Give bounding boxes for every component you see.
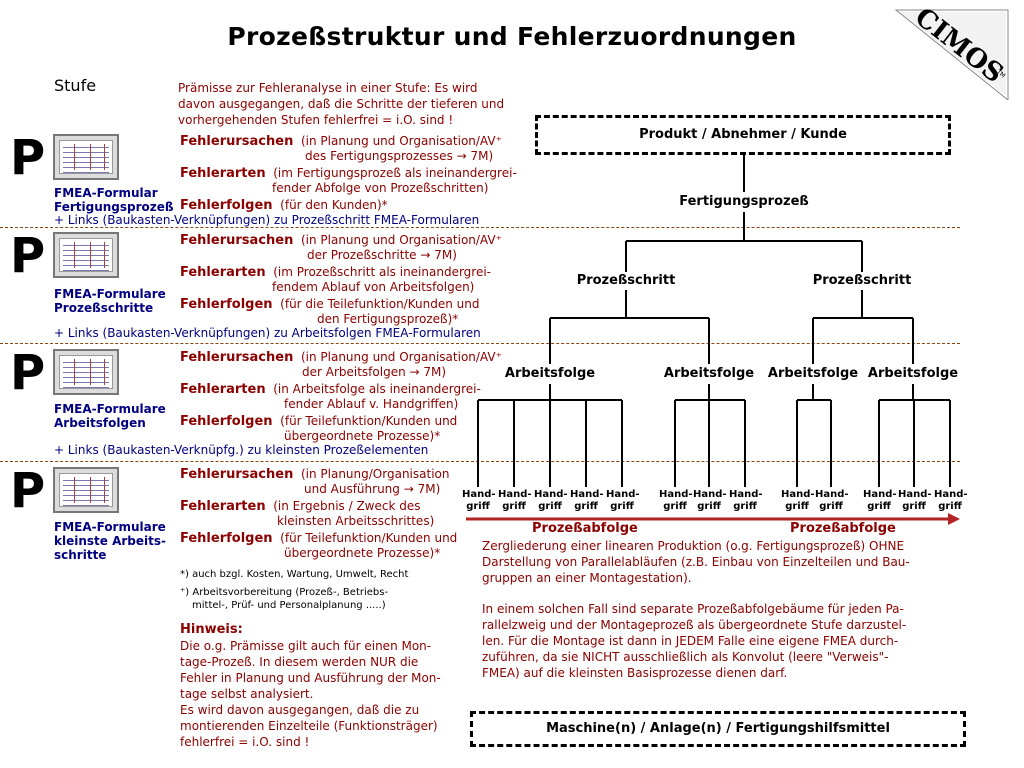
node-handgriff: Hand-griff [534, 489, 566, 513]
process-flow-label: Prozeßabfolge [790, 521, 896, 536]
node-fertigungsprozess: Fertigungsprozeß [664, 194, 824, 209]
node-arbeitsfolge: Arbeitsfolge [649, 366, 769, 381]
node-handgriff: Hand-griff [815, 489, 847, 513]
node-handgriff: Hand-griff [462, 489, 494, 513]
node-handgriff: Hand-griff [498, 489, 530, 513]
node-prozessschritt: Prozeßschritt [556, 273, 696, 288]
node-handgriff: Hand-griff [693, 489, 725, 513]
node-arbeitsfolge: Arbeitsfolge [490, 366, 610, 381]
node-prozessschritt: Prozeßschritt [792, 273, 932, 288]
node-handgriff: Hand-griff [659, 489, 691, 513]
node-handgriff: Hand-griff [781, 489, 813, 513]
arrow-head-icon [948, 513, 960, 525]
node-handgriff: Hand-griff [729, 489, 761, 513]
explanation-paragraph-2: In einem solchen Fall sind separate Proz… [482, 601, 952, 681]
node-arbeitsfolge: Arbeitsfolge [853, 366, 973, 381]
machine-equipment-box: Maschine(n) / Anlage(n) / Fertigungshilf… [470, 711, 966, 747]
explanation-paragraph-1: Zergliederung einer linearen Produktion … [482, 538, 952, 586]
node-handgriff: Hand-griff [606, 489, 638, 513]
node-handgriff: Hand-griff [570, 489, 602, 513]
node-handgriff: Hand-griff [934, 489, 966, 513]
process-flow-label: Prozeßabfolge [532, 521, 638, 536]
node-handgriff: Hand-griff [863, 489, 895, 513]
product-customer-box: Produkt / Abnehmer / Kunde [535, 115, 951, 155]
node-handgriff: Hand-griff [898, 489, 930, 513]
